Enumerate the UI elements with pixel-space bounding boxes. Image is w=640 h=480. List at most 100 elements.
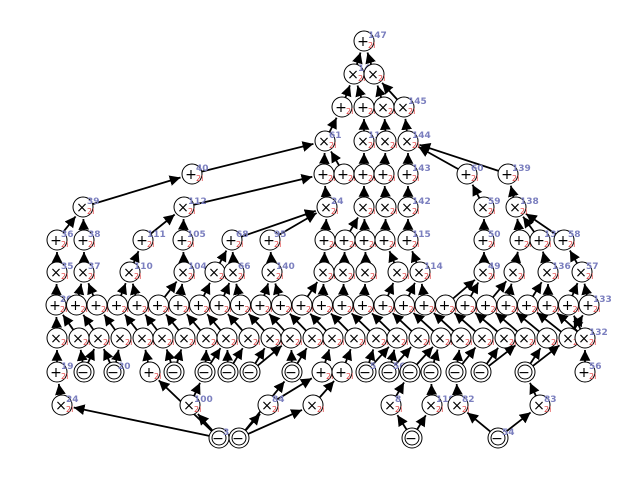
graph-node[interactable]: ×2i [322, 327, 344, 349]
graph-node[interactable]: ×2i [355, 261, 377, 283]
graph-node[interactable]: +2i [373, 163, 395, 185]
graph-node[interactable]: +2i [476, 294, 498, 316]
graph-node[interactable]: +2i [353, 294, 375, 316]
graph-node[interactable]: − [401, 427, 423, 449]
graph-node[interactable]: +2i [86, 294, 108, 316]
graph-node[interactable]: ×2i [196, 327, 218, 349]
graph-node[interactable]: − [228, 427, 250, 449]
graph-node[interactable]: +2i [509, 229, 531, 251]
graph-node[interactable]: ×2i [88, 327, 110, 349]
graph-node[interactable]: +2i [127, 294, 149, 316]
graph-node[interactable]: −54 [487, 427, 515, 449]
graph-node[interactable]: +2i [414, 294, 436, 316]
graph-node[interactable]: +2i [139, 361, 161, 383]
graph-node[interactable]: +2i [558, 294, 580, 316]
graph-node[interactable]: +2i [271, 294, 293, 316]
graph-node[interactable]: +2i [354, 229, 376, 251]
graph-node[interactable]: − [470, 361, 492, 383]
graph-node[interactable]: ×2i [408, 327, 430, 349]
graph-node[interactable]: ×2i [375, 130, 397, 152]
graph-node[interactable]: ×2i [174, 327, 196, 349]
graph-node[interactable]: ×2i [472, 327, 494, 349]
graph-node[interactable]: − [514, 361, 536, 383]
graph-node[interactable]: − [239, 361, 261, 383]
graph-node[interactable]: +2i [374, 229, 396, 251]
graph-node[interactable]: +2i [313, 163, 335, 185]
graph-node[interactable]: +2i [148, 294, 170, 316]
graph-node[interactable]: ×2i [536, 327, 558, 349]
graph-node[interactable]: +2i [373, 294, 395, 316]
graph-node[interactable]: +2i [455, 294, 477, 316]
graph-node[interactable]: +2i [314, 229, 336, 251]
graph-node[interactable]: +2i [537, 294, 559, 316]
graph-node[interactable]: ×2i [260, 327, 282, 349]
graph-node[interactable]: ×2i [238, 327, 260, 349]
graph-node[interactable]: +2i [230, 294, 252, 316]
graph-node[interactable]: − [399, 361, 421, 383]
graph-node[interactable]: − [420, 361, 442, 383]
graph-node[interactable]: − [163, 361, 185, 383]
graph-node[interactable]: ×2i [375, 196, 397, 218]
graph-node[interactable]: ×2i [366, 327, 388, 349]
graph-node[interactable]: ×2i [344, 327, 366, 349]
graph-node[interactable]: +2i [189, 294, 211, 316]
graph-node[interactable]: −3 [208, 427, 230, 449]
graph-node[interactable]: +2i [311, 361, 333, 383]
graph-node[interactable]: +2i [496, 294, 518, 316]
graph-node[interactable]: ×2i [313, 261, 335, 283]
graph-node[interactable]: ×2i [353, 196, 375, 218]
graph-node[interactable]: +2i [209, 294, 231, 316]
graph-node[interactable]: − [445, 361, 467, 383]
graph-node[interactable]: ×2i [152, 327, 174, 349]
graph-node[interactable]: ×2i [216, 327, 238, 349]
graph-node[interactable]: ×2i8 [380, 394, 402, 416]
graph-node[interactable]: +2i [353, 96, 375, 118]
graph-node[interactable]: −56 [378, 361, 406, 383]
graph-node[interactable]: ×2i [46, 327, 68, 349]
graph-node[interactable]: −5 [355, 361, 377, 383]
graph-node[interactable]: ×2i [387, 261, 409, 283]
graph-node[interactable]: +2i [66, 294, 88, 316]
graph-node[interactable]: ×2i [386, 327, 408, 349]
graph-node[interactable]: +2i [333, 163, 355, 185]
graph-node[interactable]: ×2i [503, 261, 525, 283]
graph-node[interactable]: ×2i [280, 327, 302, 349]
graph-node[interactable]: +2i [312, 294, 334, 316]
graph-node[interactable]: − [73, 361, 95, 383]
graph-node[interactable]: − [194, 361, 216, 383]
graph-node[interactable]: ×2i [68, 327, 90, 349]
graph-node[interactable]: − [281, 361, 303, 383]
